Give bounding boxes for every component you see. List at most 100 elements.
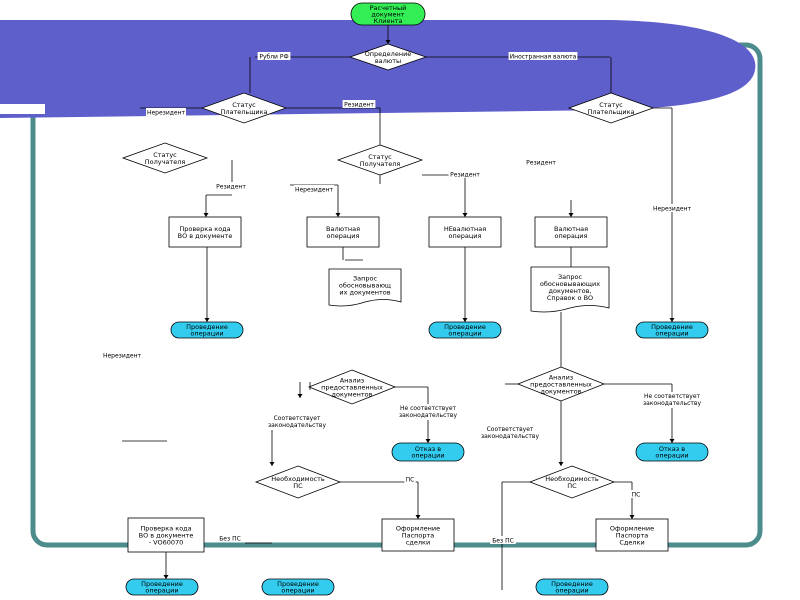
arrowhead <box>415 515 421 519</box>
arrowhead <box>163 575 169 579</box>
process-box <box>534 216 608 248</box>
arrowhead <box>385 40 391 44</box>
label-resident: Резидент <box>450 172 480 179</box>
label-resident-bg <box>214 182 248 190</box>
terminal-pill <box>350 2 426 26</box>
label-nonresident-bg <box>294 185 334 193</box>
arrowhead <box>335 213 341 217</box>
decision-diamond <box>307 369 397 405</box>
label-rub-bg <box>257 52 291 60</box>
label-nonresident-bg <box>146 108 186 116</box>
label-bg <box>263 414 331 430</box>
terminal-pill <box>170 321 244 339</box>
label-resident-bg <box>342 100 376 108</box>
process-box <box>595 518 669 552</box>
label-resident: Резидент <box>216 184 246 191</box>
label-rub: Рубли РФ <box>259 54 288 61</box>
label-nonresident: Нерезидент <box>103 353 142 360</box>
terminal-pill <box>635 321 709 339</box>
terminal-pill <box>261 578 335 596</box>
arrowhead <box>462 318 468 322</box>
label-no-ps-bg <box>490 536 516 544</box>
slide-banner <box>0 20 756 118</box>
document-shape <box>530 266 610 313</box>
label-resident: Резидент <box>526 160 556 167</box>
arrowhead <box>568 213 574 217</box>
arrowhead <box>462 213 468 217</box>
label-no-ps: Без ПС <box>492 538 514 545</box>
arrowhead <box>204 318 210 322</box>
label-nonresident: Нерезидент <box>147 110 186 117</box>
process-box <box>381 518 455 552</box>
arrowhead <box>203 213 209 217</box>
label-no-ps-bg <box>217 534 243 542</box>
document-shape <box>328 268 402 307</box>
label-nonresident: Нерезидент <box>653 206 692 213</box>
decision-diamond <box>121 142 209 174</box>
decision-diamond <box>567 92 655 124</box>
label-ps-bg <box>404 475 416 483</box>
process-box <box>127 517 205 553</box>
arrowhead <box>269 462 275 466</box>
label-nonresident: Нерезидент <box>295 187 334 194</box>
decision-diamond <box>528 465 616 499</box>
label-ps: ПС <box>632 492 641 499</box>
decision-diamond <box>516 366 606 402</box>
arrowhead <box>425 439 431 443</box>
arrowhead <box>669 439 675 443</box>
terminal-pill <box>391 442 465 462</box>
arrowhead <box>629 515 635 519</box>
label-bg <box>638 392 706 408</box>
terminal-pill <box>535 578 609 596</box>
label-nonresident-bg <box>652 204 692 212</box>
